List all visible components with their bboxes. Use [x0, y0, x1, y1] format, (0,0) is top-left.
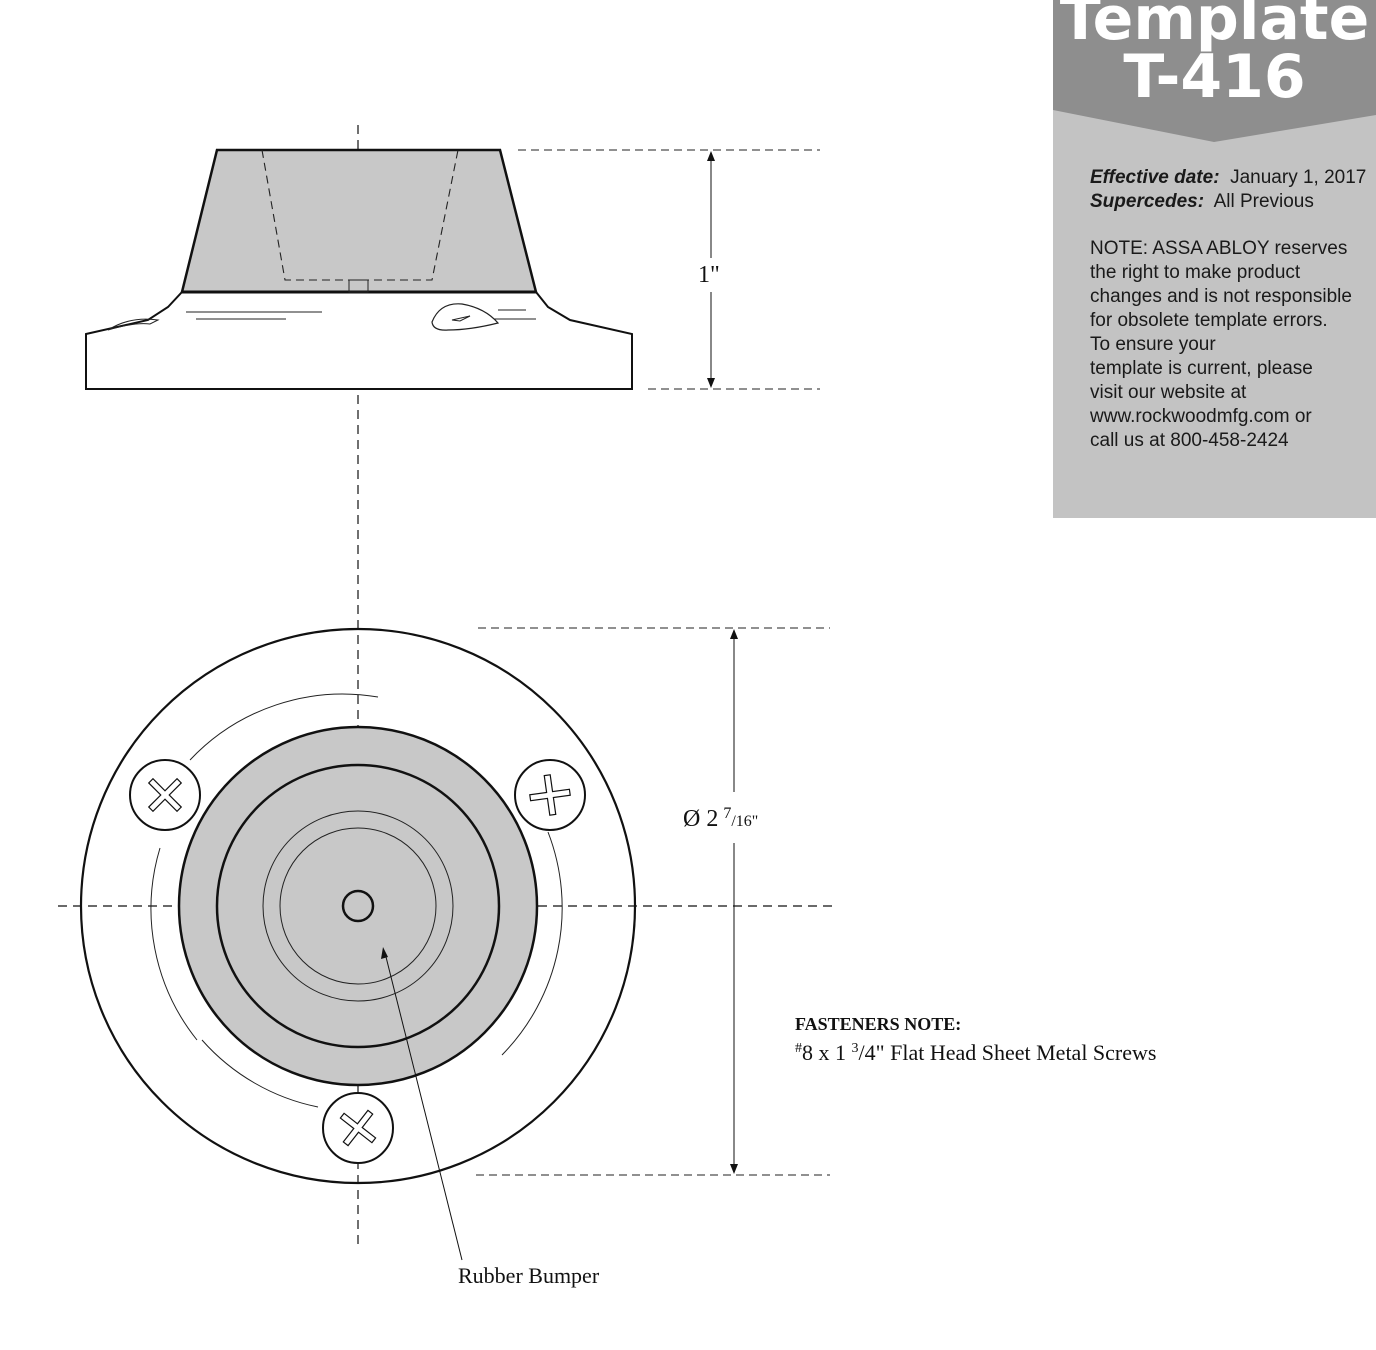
supersedes: Supercedes: All Previous — [1090, 191, 1314, 212]
fasteners-note: FASTENERS NOTE: #8 x 1 3/4" Flat Head Sh… — [795, 1013, 1156, 1067]
badge-body: Effective date: January 1, 2017 Superced… — [1090, 166, 1376, 453]
rubber-bumper-profile — [180, 148, 538, 294]
height-label: 1" — [698, 262, 720, 288]
base-plate — [85, 291, 633, 390]
center-hole — [341, 889, 375, 923]
template-badge: Template T-416 Effective date: January 1… — [1053, 0, 1376, 518]
base-outline — [79, 627, 637, 1185]
template-title: Template T-416 — [1059, 0, 1370, 112]
screw-icon — [514, 759, 586, 831]
fasteners-heading: FASTENERS NOTE: — [795, 1014, 962, 1034]
fasteners-spec: #8 x 1 3/4" Flat Head Sheet Metal Screws — [795, 1040, 1157, 1065]
plan-view: Rubber Bumper — [58, 627, 832, 1288]
hidden-cavity — [261, 149, 459, 281]
screw-icon — [322, 1092, 394, 1164]
badge-header-shape — [1053, 0, 1376, 142]
screw-icon — [129, 759, 201, 831]
leader-line — [384, 952, 463, 1261]
rubber-bumper-label: Rubber Bumper — [458, 1263, 600, 1288]
height-dimension: 1" — [518, 149, 820, 390]
effective-date: Effective date: January 1, 2017 — [1090, 167, 1367, 188]
side-view — [85, 148, 633, 390]
badge-note: NOTE: ASSA ABLOY reserves the right to m… — [1090, 238, 1352, 451]
